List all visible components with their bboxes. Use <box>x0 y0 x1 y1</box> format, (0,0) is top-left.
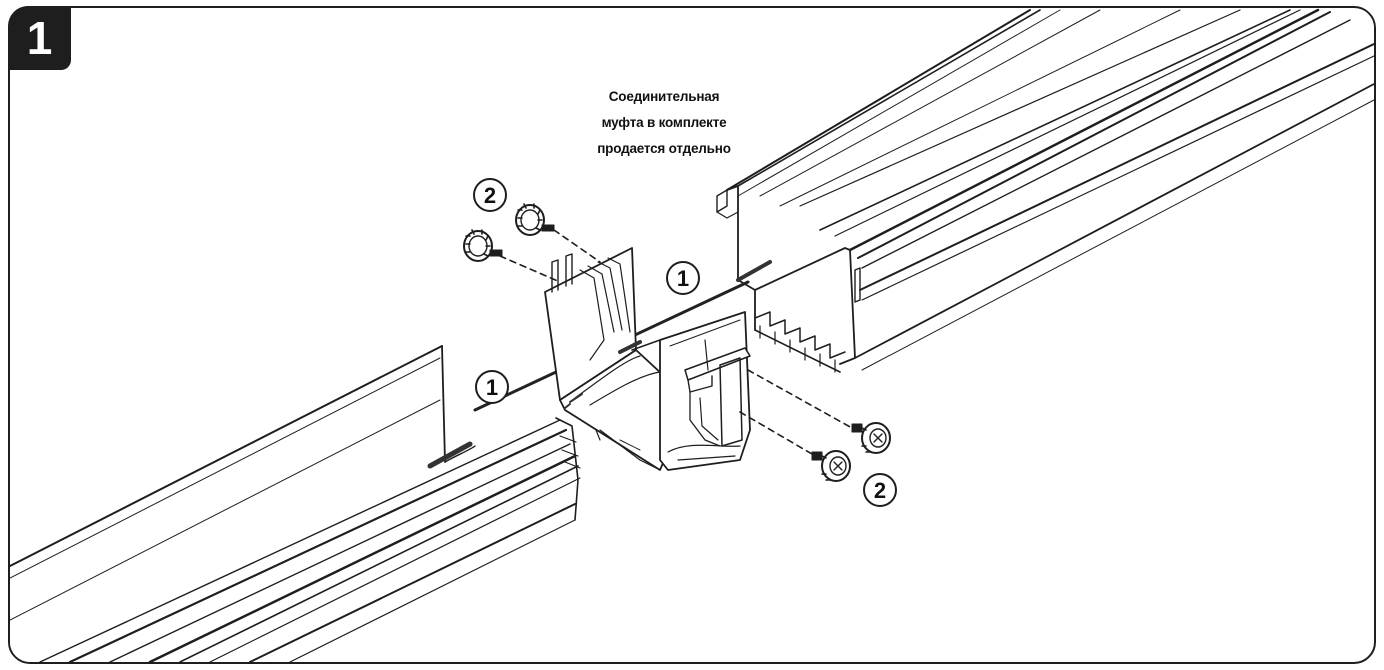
thumb-screw-icon <box>463 229 503 262</box>
coupling-note-line: муфта в комплекте <box>601 115 727 130</box>
callout-circle-1-left <box>475 370 509 404</box>
thumb-screw-icon <box>811 450 851 482</box>
callout-1-left: 1 <box>486 375 498 400</box>
callout-circle-1-right <box>666 261 700 295</box>
screw-guide-lines <box>499 229 853 455</box>
left-rail-profile-icon <box>10 345 581 662</box>
coupling-icon <box>544 247 751 471</box>
thumb-screw-icon <box>851 422 891 454</box>
coupling-note: Соединительная муфта в комплекте продает… <box>570 84 758 162</box>
callout-1-right: 1 <box>677 266 689 291</box>
thumb-screw-icon <box>515 203 555 236</box>
callout-circle-2-bottom <box>863 473 897 507</box>
right-rail-profile-icon <box>716 8 1374 373</box>
step-number-badge: 1 <box>8 6 71 70</box>
coupling-note-line: Соединительная <box>608 89 720 104</box>
callout-circle-2-top <box>473 178 507 212</box>
coupling-note-line: продается отдельно <box>597 141 731 156</box>
callout-2-bottom: 2 <box>874 478 886 503</box>
callout-2-top: 2 <box>484 183 496 208</box>
